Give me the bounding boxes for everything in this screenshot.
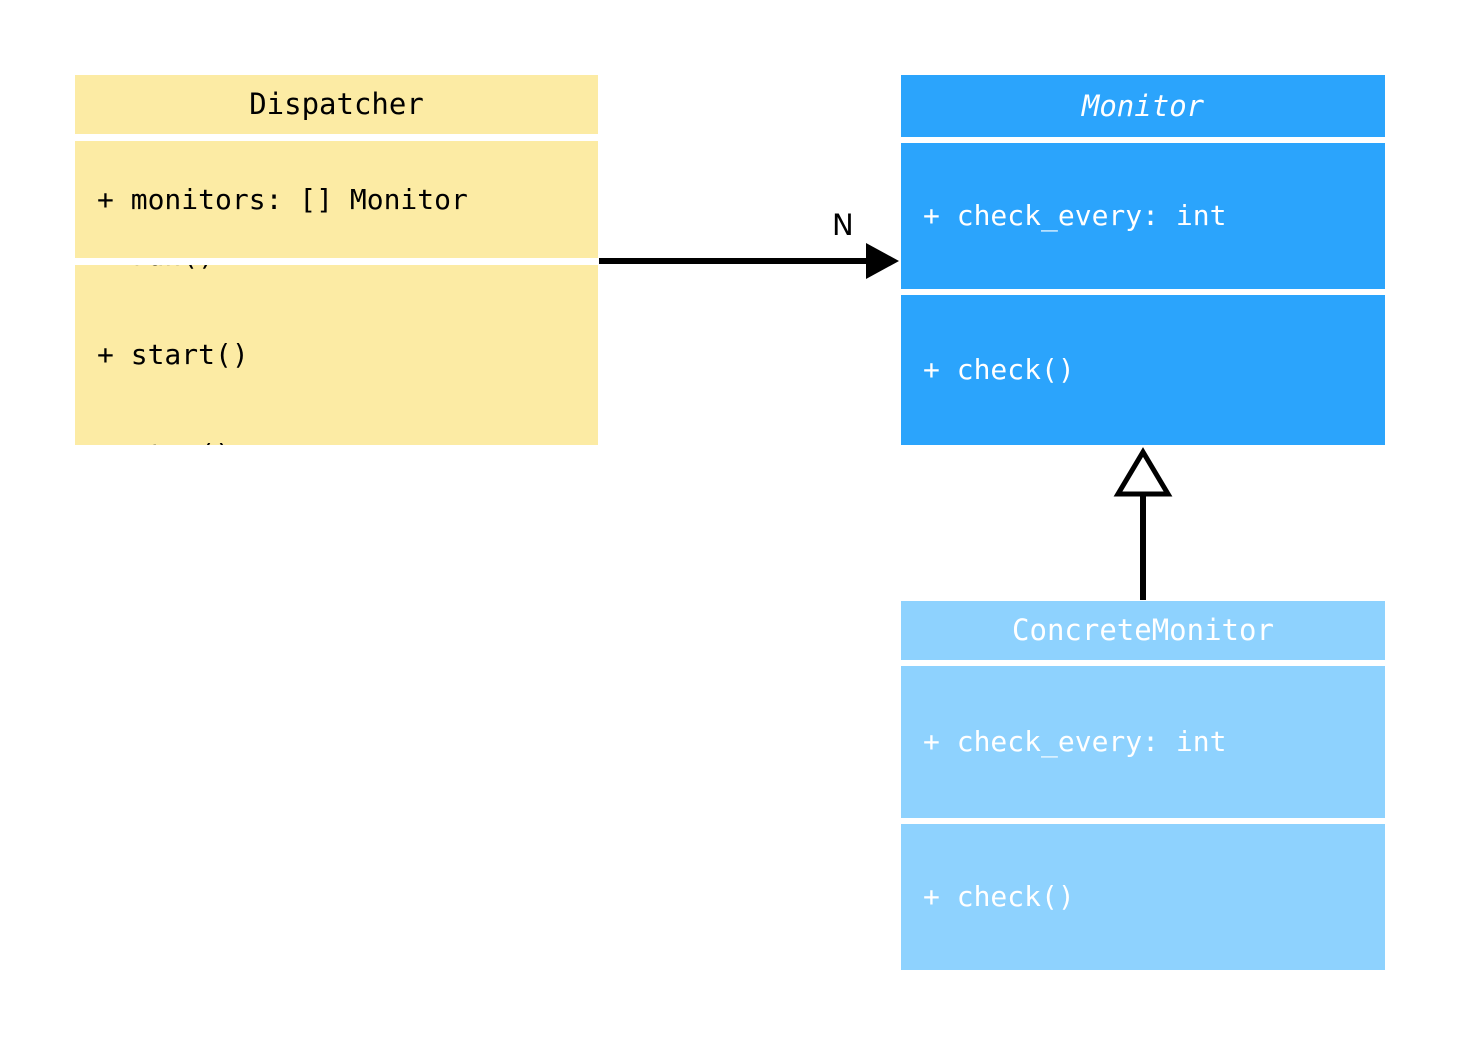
concrete-monitor-attribute-0: + check_every: int <box>923 725 1227 759</box>
dispatcher-method-2: + stop() <box>97 438 249 445</box>
uml-class-concrete-monitor[interactable]: ConcreteMonitor + check_every: int + che… <box>901 601 1385 970</box>
monitor-class-name: Monitor <box>1081 88 1205 123</box>
hollow-triangle-arrowhead-icon <box>1113 447 1173 497</box>
concrete-monitor-title-section: ConcreteMonitor <box>901 601 1385 660</box>
monitor-method-0: + check() <box>923 353 1075 387</box>
solid-arrowhead-icon <box>866 243 899 279</box>
uml-class-monitor[interactable]: Monitor + check_every: int + check() <box>901 75 1385 445</box>
dispatcher-attribute-0: + monitors: [] Monitor <box>97 182 468 216</box>
monitor-attribute-0: + check_every: int <box>923 199 1227 233</box>
concrete-monitor-attributes-section: + check_every: int <box>901 666 1385 818</box>
dispatcher-method-0: + run() <box>97 265 249 272</box>
monitor-methods-section: + check() <box>901 295 1385 445</box>
association-multiplicity-label: N <box>832 208 854 242</box>
dispatcher-method-1: + start() <box>97 338 249 372</box>
monitor-attributes-section: + check_every: int <box>901 143 1385 289</box>
dispatcher-class-name: Dispatcher <box>249 87 424 122</box>
uml-class-dispatcher[interactable]: Dispatcher + monitors: [] Monitor + run(… <box>75 75 598 445</box>
concrete-monitor-methods-section: + check() <box>901 824 1385 970</box>
concrete-monitor-divider-2 <box>901 818 1385 824</box>
dispatcher-divider-2 <box>75 258 598 265</box>
association-dispatcher-monitor <box>599 243 899 279</box>
concrete-monitor-divider-1 <box>901 660 1385 666</box>
monitor-title-section: Monitor <box>901 75 1385 137</box>
generalization-concrete-monitor-monitor <box>1113 447 1173 600</box>
concrete-monitor-method-0: + check() <box>923 880 1075 914</box>
dispatcher-methods-section: + run() + start() + stop() <box>75 265 598 445</box>
monitor-divider-2 <box>901 289 1385 295</box>
dispatcher-attributes-section: + monitors: [] Monitor <box>75 141 598 258</box>
dispatcher-title-section: Dispatcher <box>75 75 598 134</box>
monitor-divider-1 <box>901 137 1385 143</box>
dispatcher-divider-1 <box>75 134 598 141</box>
concrete-monitor-class-name: ConcreteMonitor <box>1012 613 1274 648</box>
